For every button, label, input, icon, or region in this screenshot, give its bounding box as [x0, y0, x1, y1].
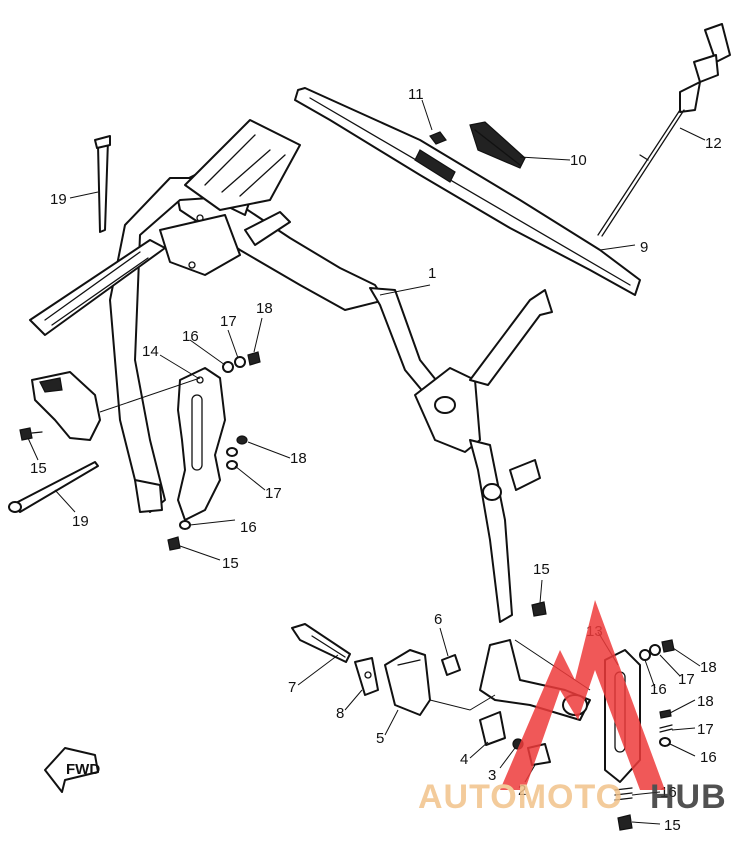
forward-arrow: FWD [44, 747, 100, 793]
callout-15-right-upper: 15 [533, 561, 550, 578]
watermark-text-1: AUTOMOTO [418, 778, 623, 816]
callout-16-right-2: 16 [700, 749, 717, 766]
cable-ties-19 [8, 135, 111, 513]
callout-14: 14 [142, 343, 159, 360]
watermark-text-2: HUB [650, 778, 727, 816]
callout-6: 6 [434, 611, 442, 628]
small-clip-11 [429, 131, 447, 145]
callout-19-lower: 19 [72, 513, 89, 530]
callout-11: 11 [408, 86, 424, 103]
callout-17-upper: 17 [220, 313, 237, 330]
callout-16-right-1: 16 [650, 681, 667, 698]
callout-16-upper: 16 [182, 328, 199, 345]
callout-10: 10 [570, 152, 587, 169]
callout-18-right-2: 18 [697, 693, 714, 710]
callout-18-upper: 18 [256, 300, 273, 317]
callout-17-plate: 17 [265, 485, 282, 502]
footrest-plate-14 [177, 367, 226, 521]
callout-8: 8 [336, 705, 344, 722]
callout-12: 12 [705, 135, 722, 152]
callout-4: 4 [460, 751, 468, 768]
callout-16-plate: 16 [240, 519, 257, 536]
hardware [19, 351, 675, 831]
callout-5: 5 [376, 730, 384, 747]
callouts: 1 2 3 4 5 6 7 8 9 10 11 12 13 14 15 15 1… [30, 86, 722, 834]
callout-18-right-1: 18 [700, 659, 717, 676]
cable-12 [597, 23, 731, 237]
callout-3: 3 [488, 767, 496, 784]
callout-2: 2 [518, 782, 526, 799]
strap-9 [294, 87, 641, 296]
callout-18-plate: 18 [290, 450, 307, 467]
left-frame [29, 119, 301, 513]
callout-17-right-1: 17 [678, 671, 695, 688]
callout-9: 9 [640, 239, 648, 256]
callout-7: 7 [288, 679, 296, 696]
watermark-logo [500, 600, 665, 790]
callout-1: 1 [428, 265, 436, 282]
callout-19-upper: 19 [50, 191, 67, 208]
callout-15-plate: 15 [222, 555, 239, 572]
watermark: AUTOMOTO HUB [418, 600, 727, 816]
clip-10 [469, 121, 526, 169]
left-lower-bracket [31, 371, 163, 513]
callout-15-right-lower: 15 [664, 817, 681, 834]
callout-17-right-2: 17 [697, 721, 714, 738]
forward-arrow-label: FWD [66, 761, 100, 778]
callout-15-left: 15 [30, 460, 47, 477]
